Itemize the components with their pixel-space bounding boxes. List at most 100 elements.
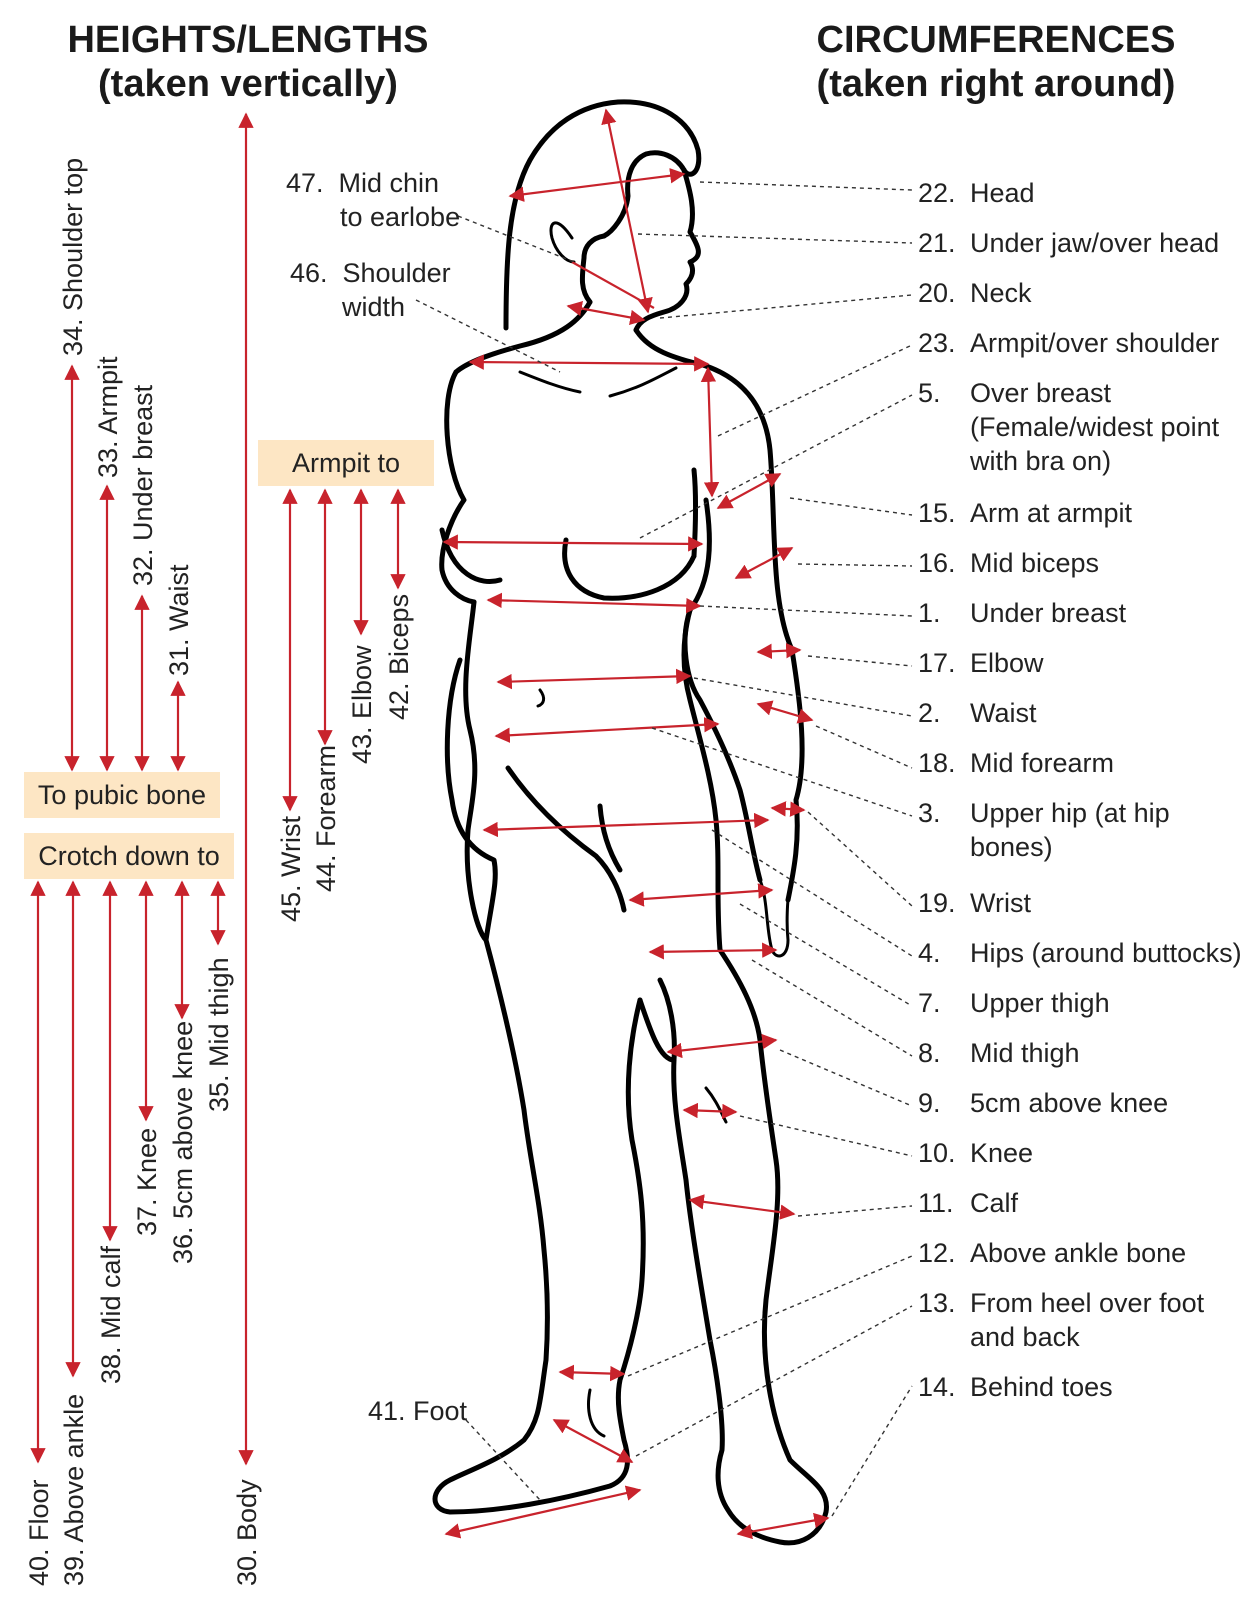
line-21-under-jaw-over-head bbox=[601, 108, 653, 314]
circumference-item: 7. Upper thigh bbox=[918, 988, 1110, 1018]
circumference-number: 10. bbox=[918, 1138, 956, 1168]
armpit-to-box: Armpit to bbox=[258, 440, 434, 486]
line-2-waist bbox=[496, 668, 692, 690]
circumference-label: Upper thigh bbox=[970, 988, 1110, 1018]
leader-7 bbox=[739, 903, 913, 1007]
circumference-label: Above ankle bone bbox=[970, 1238, 1186, 1268]
circumference-item: 17. Elbow bbox=[918, 648, 1044, 678]
circumference-item: 16.Mid biceps bbox=[918, 548, 1099, 578]
circumference-label: Knee bbox=[970, 1138, 1033, 1168]
right-header-subtitle: (taken right around) bbox=[817, 63, 1176, 105]
circumference-number: 17. bbox=[918, 648, 956, 678]
circumference-item: 9.5cm above knee bbox=[918, 1088, 1168, 1118]
line-47-mid-chin bbox=[571, 261, 655, 309]
crotch-down-to-box: Crotch down to bbox=[24, 833, 234, 879]
circumference-number: 4. bbox=[918, 938, 941, 968]
leader-lines bbox=[415, 181, 913, 1517]
leader-5 bbox=[639, 394, 913, 539]
circumference-item: 1.Under breast bbox=[918, 598, 1127, 628]
label-38-mid-calf: 38. Mid calf bbox=[96, 1245, 126, 1384]
label-34-shoulder-top: 34. Shoulder top bbox=[58, 158, 88, 356]
circumference-label: Elbow bbox=[970, 648, 1044, 678]
line-10-knee bbox=[682, 1102, 738, 1120]
circumference-number: 5. bbox=[918, 378, 941, 408]
circumference-item: 22. Head bbox=[918, 178, 1035, 208]
label-37-knee: 37. Knee bbox=[132, 1128, 162, 1236]
leader-14 bbox=[831, 1385, 913, 1517]
leader-10 bbox=[739, 1115, 913, 1157]
line-18-mid-forearm bbox=[756, 700, 814, 724]
circumference-number: 7. bbox=[918, 988, 941, 1018]
circumference-number: 18. bbox=[918, 748, 956, 778]
label-45-wrist: 45. Wrist bbox=[276, 815, 306, 922]
leader-11 bbox=[797, 1205, 913, 1217]
circumference-item: 13. From heel over foot and back bbox=[918, 1288, 1205, 1352]
line-15-arm-at-armpit bbox=[716, 473, 782, 509]
armpit-to-label: Armpit to bbox=[292, 448, 400, 478]
line-7-upper-thigh bbox=[628, 883, 774, 907]
circumference-label: with bra on) bbox=[969, 446, 1111, 476]
circumference-label: Calf bbox=[970, 1188, 1019, 1218]
line-19-wrist bbox=[770, 801, 806, 817]
circumference-label: Head bbox=[970, 178, 1035, 208]
height-arrows bbox=[30, 112, 406, 1466]
circumference-item: 21. Under jaw/over head bbox=[918, 228, 1219, 258]
circumference-number: 22. bbox=[918, 178, 956, 208]
circumference-number: 19. bbox=[918, 888, 956, 918]
circumference-number: 3. bbox=[918, 798, 941, 828]
circumference-item: 10. Knee bbox=[918, 1138, 1033, 1168]
label-39-above-ankle: 39. Above ankle bbox=[59, 1394, 89, 1586]
circumference-item: 19. Wrist bbox=[918, 888, 1031, 918]
circumference-item: 2.Waist bbox=[918, 698, 1037, 728]
circumference-number: 12. bbox=[918, 1238, 956, 1268]
line-12-above-ankle-bone bbox=[558, 1364, 626, 1382]
line-3-upper-hip bbox=[494, 717, 720, 743]
leader-18 bbox=[815, 725, 913, 769]
leader-1 bbox=[699, 605, 913, 617]
body-labels: 47. Mid chin to earlobe 46. Shoulder wid… bbox=[286, 168, 468, 1426]
to-pubic-bone-box: To pubic bone bbox=[24, 772, 220, 818]
left-header-subtitle: (taken vertically) bbox=[98, 63, 398, 105]
circumference-number: 1. bbox=[918, 598, 941, 628]
line-5-over-breast bbox=[442, 534, 704, 552]
circumference-label: Under jaw/over head bbox=[970, 228, 1219, 258]
circumference-item: 4.Hips (around buttocks) bbox=[918, 938, 1242, 968]
circumference-item: 12. Above ankle bone bbox=[918, 1238, 1186, 1268]
leader-22 bbox=[699, 181, 913, 191]
leader-15 bbox=[789, 497, 913, 516]
line-13-heel-over-foot bbox=[552, 1419, 634, 1463]
leader-41 bbox=[465, 1419, 541, 1501]
label-47-mid-chin-line2: to earlobe bbox=[340, 202, 460, 232]
circumference-item: 20.Neck bbox=[918, 278, 1032, 308]
circumference-number: 13. bbox=[918, 1288, 956, 1318]
left-header-title: HEIGHTS/LENGTHS bbox=[67, 19, 428, 61]
circumference-item: 11.Calf bbox=[918, 1188, 1019, 1218]
circumference-item: 15.Arm at armpit bbox=[918, 498, 1133, 528]
line-1-under-breast bbox=[486, 592, 702, 614]
circumference-label: From heel over foot bbox=[970, 1288, 1205, 1318]
leader-23 bbox=[717, 344, 913, 437]
circumference-number: 21. bbox=[918, 228, 956, 258]
leader-8 bbox=[751, 959, 913, 1057]
circumference-item: 23.Armpit/over shoulder bbox=[918, 328, 1219, 358]
circumference-number: 2. bbox=[918, 698, 941, 728]
line-46-shoulder-width bbox=[468, 354, 710, 372]
circumference-lines bbox=[442, 108, 830, 1540]
line-17-elbow bbox=[756, 642, 802, 660]
circumference-label: and back bbox=[970, 1322, 1080, 1352]
right-header-title: CIRCUMFERENCES bbox=[817, 19, 1176, 61]
leader-20 bbox=[659, 294, 913, 319]
label-31-waist: 31. Waist bbox=[164, 564, 194, 676]
leader-12 bbox=[627, 1255, 913, 1377]
line-14-behind-toes bbox=[736, 1512, 830, 1540]
label-35-mid-thigh: 35. Mid thigh bbox=[204, 957, 234, 1112]
circumference-list: 22. Head 21. Under jaw/over head 20.Neck 23.A… bbox=[918, 178, 1242, 1402]
label-36-above-knee: 36. 5cm above knee bbox=[168, 1021, 198, 1264]
circumference-label: Wrist bbox=[970, 888, 1031, 918]
circumference-number: 20. bbox=[918, 278, 956, 308]
circumference-number: 9. bbox=[918, 1088, 941, 1118]
label-33-armpit: 33. Armpit bbox=[93, 356, 123, 478]
circumference-label: Mid biceps bbox=[970, 548, 1099, 578]
